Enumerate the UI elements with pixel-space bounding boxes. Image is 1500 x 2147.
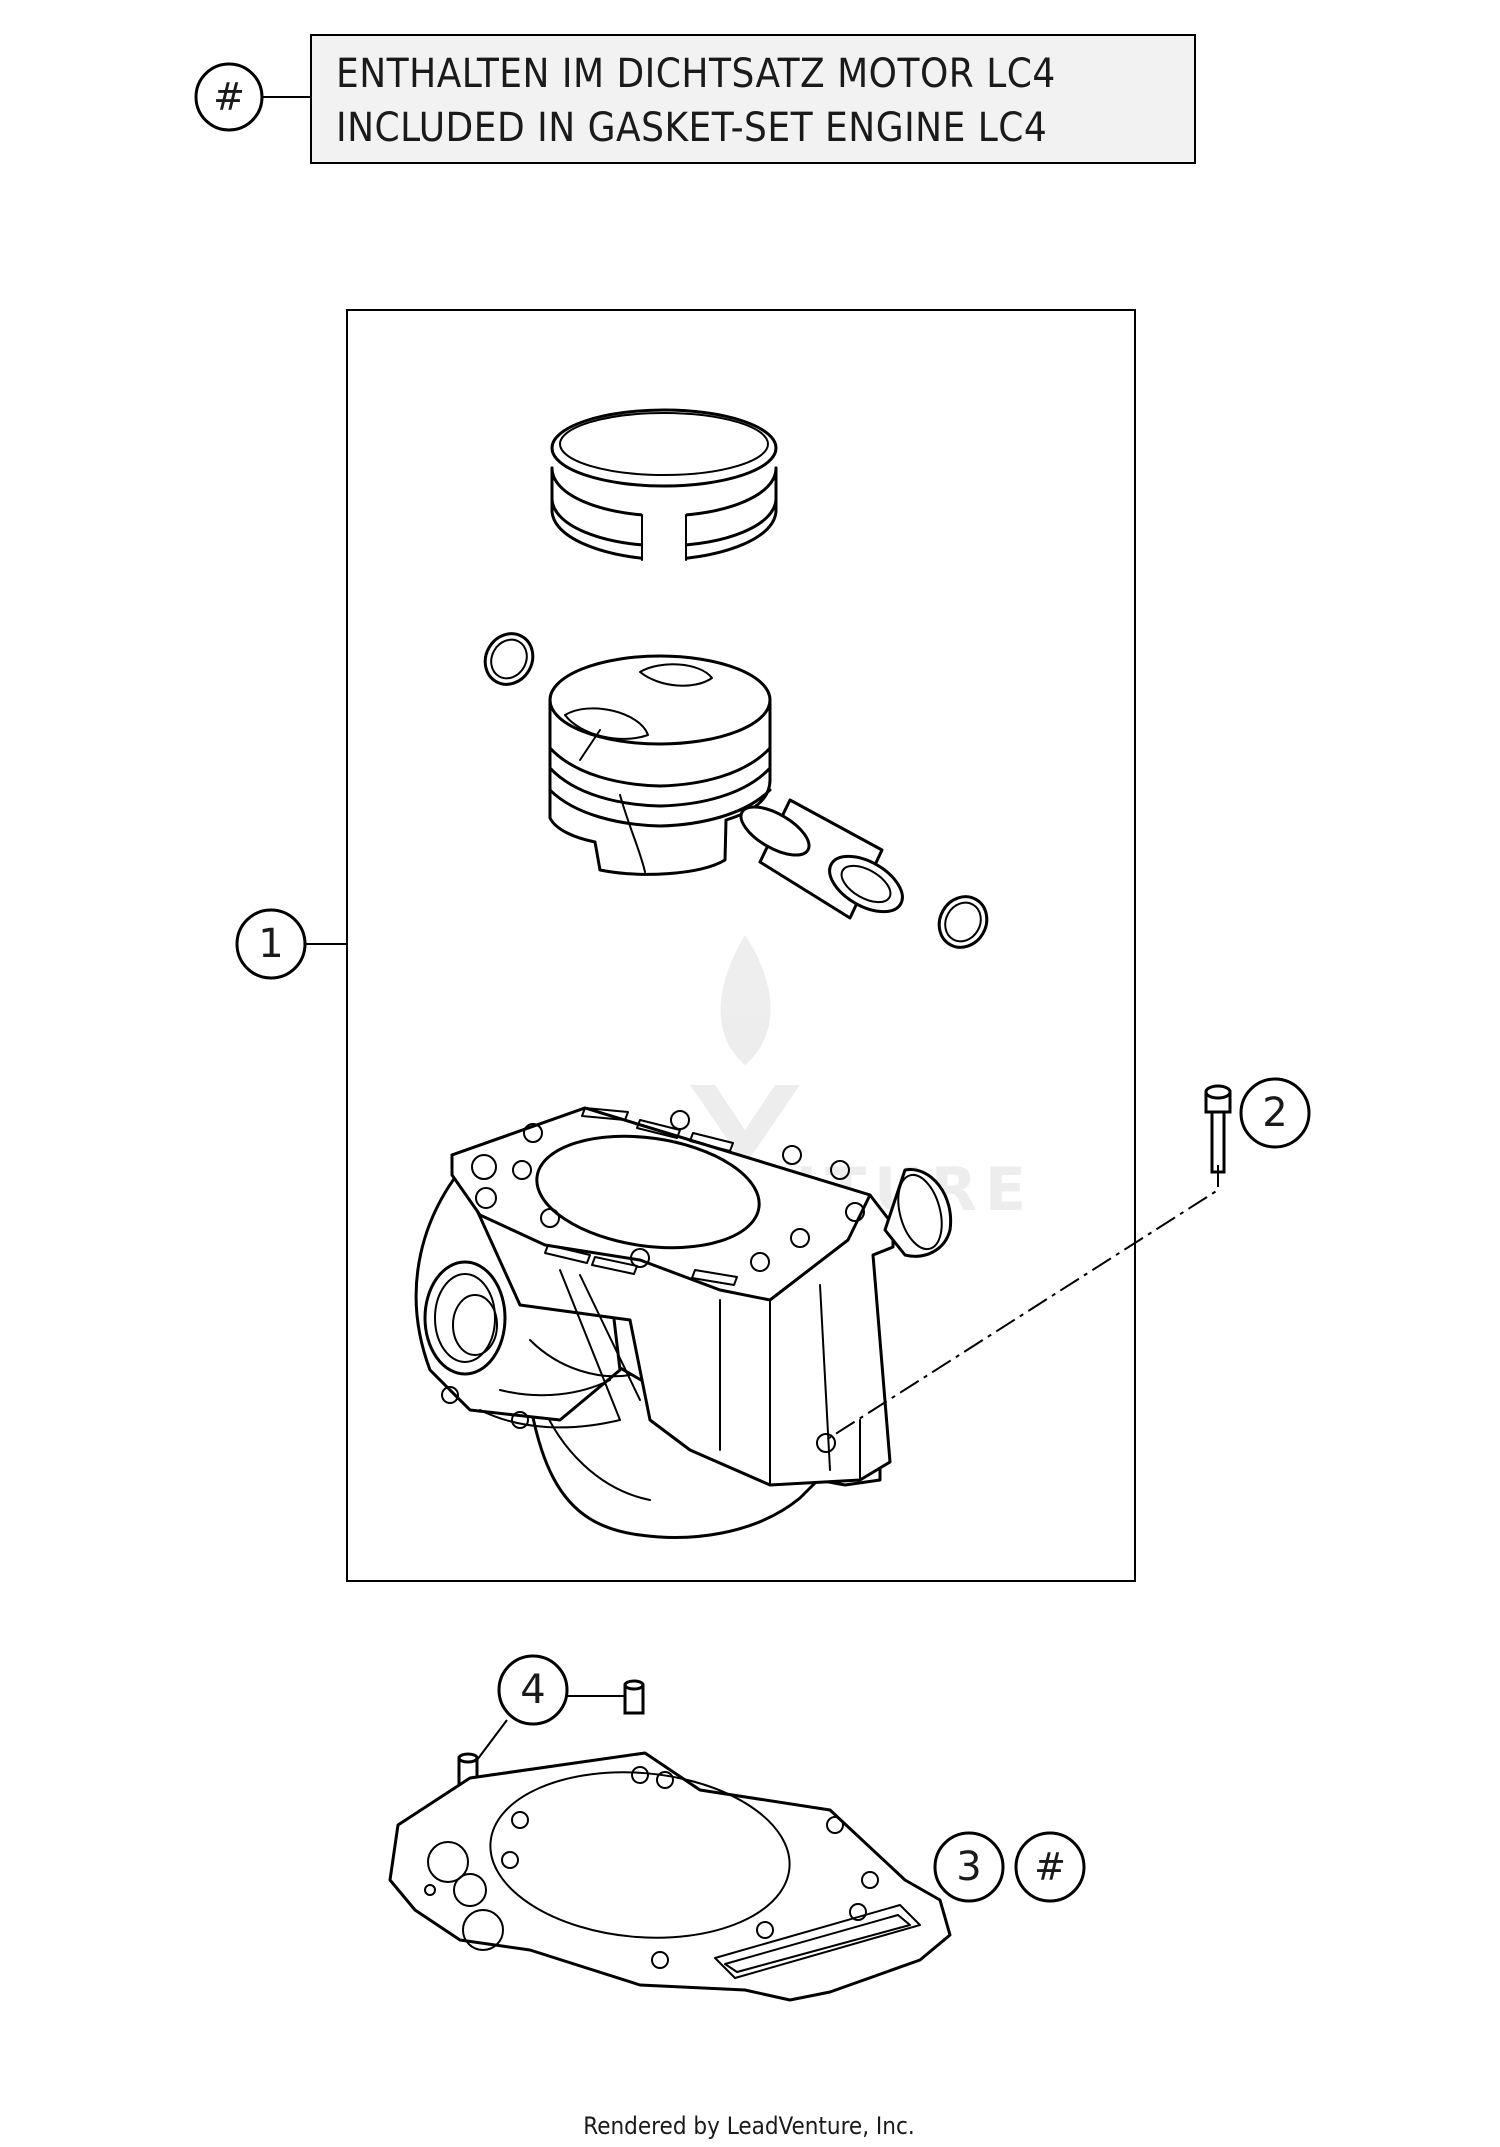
callout-2[interactable]: 2 — [1239, 1077, 1311, 1149]
footer-credit: Rendered by LeadVenture, Inc. — [583, 2112, 914, 2140]
legend-text-english: INCLUDED IN GASKET-SET ENGINE LC4 — [336, 105, 1047, 151]
circlip-right — [937, 895, 989, 949]
legend-hash-symbol: # — [213, 75, 245, 119]
callout-1[interactable]: 1 — [235, 908, 347, 980]
callout-2-circle — [1239, 1077, 1311, 1149]
legend-box — [310, 34, 1196, 164]
callout-4-label: 4 — [520, 1667, 545, 1713]
cylinder — [414, 1106, 953, 1539]
callout-1-label: 1 — [258, 921, 283, 967]
callout-3-label: 3 — [956, 1844, 981, 1890]
dowel-pins — [457, 1679, 645, 1788]
callout-3-circle — [933, 1831, 1005, 1903]
callout-3-hash-circle — [1014, 1831, 1086, 1903]
piston — [548, 654, 772, 876]
callout-2-label: 2 — [1262, 1090, 1287, 1136]
piston-pin — [739, 798, 904, 920]
legend-text-german: ENTHALTEN IM DICHTSATZ MOTOR LC4 — [336, 51, 1056, 97]
circlip-left — [483, 632, 535, 686]
watermark-v-icon — [690, 1085, 800, 1165]
cylinder-base-gasket — [388, 1751, 952, 2002]
watermark-flame-icon — [720, 935, 771, 1065]
piston-rings — [550, 408, 778, 565]
screw — [825, 1084, 1232, 1441]
callout-4[interactable]: 4 — [497, 1654, 569, 1726]
legend-note: # ENTHALTEN IM DICHTSATZ MOTOR LC4 INCLU… — [194, 34, 1196, 164]
callout-3-hash-symbol: # — [1034, 1845, 1066, 1889]
screw-install-line — [825, 1165, 1219, 1441]
callout-4-circle — [497, 1654, 569, 1726]
callout-1-circle — [235, 908, 307, 980]
callout-3[interactable]: 3 # — [933, 1831, 1086, 1903]
kit-frame — [346, 309, 1136, 1582]
